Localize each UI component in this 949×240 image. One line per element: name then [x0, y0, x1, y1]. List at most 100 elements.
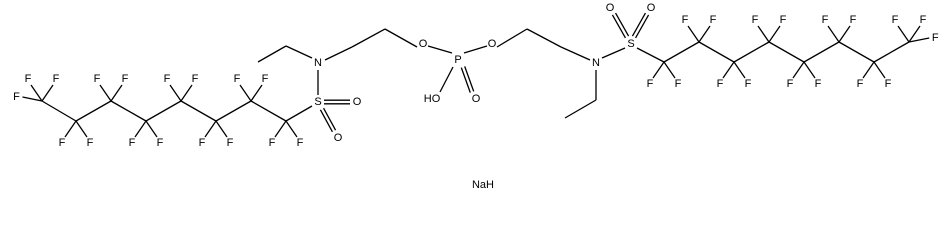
left-cf-bond-12 — [110, 84, 123, 102]
left-cf-bond-8 — [180, 84, 193, 102]
right-cf-bond-17 — [908, 37, 930, 43]
bond-right-ch2-n — [560, 46, 591, 61]
left-fluorine-5: F — [199, 137, 206, 149]
right-fluorine-15: F — [892, 14, 899, 26]
bond-left-o-ch2 — [384, 28, 418, 48]
left-chain-bond-4 — [145, 100, 182, 122]
left-fluorine-4: F — [262, 73, 269, 85]
left-fluorine-1: F — [269, 137, 276, 149]
right-cf-bond-10 — [803, 61, 816, 79]
left-chain-bond-5 — [110, 100, 147, 122]
phosphorus-atom: P — [454, 54, 461, 66]
right-cf-bond-7 — [757, 25, 770, 43]
left-cf-bond-13 — [64, 120, 77, 138]
left-cf-bond-10 — [145, 120, 158, 138]
right-fluorine-13: F — [857, 78, 864, 90]
bond-left-ethyl-ch3 — [257, 45, 287, 63]
left-chain-bond-7 — [41, 100, 77, 122]
left-chain-bond-6 — [75, 100, 112, 122]
right-chain-bond-5 — [803, 41, 840, 63]
right-sulfur-atom: S — [627, 38, 634, 50]
right-cf-bond-8 — [768, 25, 781, 43]
right-nitrogen-atom: N — [592, 57, 600, 69]
right-cf-bond-9 — [792, 61, 805, 79]
right-fluorine-11: F — [822, 14, 829, 26]
sodium-hydride-label: NaH — [472, 179, 494, 191]
right-fluorine-7: F — [752, 14, 759, 26]
bond-right-ethyl-ch3 — [564, 99, 597, 119]
left-fluorine-16: F — [53, 73, 60, 85]
left-fluorine-12: F — [122, 73, 129, 85]
bond-p-double-o — [460, 67, 471, 93]
bond-right-s-o-top — [611, 14, 626, 39]
left-cf-bond-9 — [134, 120, 147, 138]
left-cf-bond-14 — [75, 120, 88, 138]
phosphate-hydroxyl: HO — [424, 93, 441, 105]
right-cf-bond-2 — [663, 61, 676, 79]
right-cf-bond-13 — [862, 61, 875, 79]
right-cf-bond-3 — [687, 25, 700, 43]
bond-right-s-o-right — [635, 14, 650, 39]
bond-left-s-o-bottom — [323, 107, 337, 131]
bond-p-o-left — [427, 45, 453, 54]
right-chain-bond-4 — [768, 41, 805, 63]
bond-layer — [22, 12, 930, 138]
left-cf-bond-16 — [41, 84, 54, 102]
right-chain-bond-7 — [873, 41, 910, 63]
bond-right-o-ch2 — [496, 28, 528, 48]
phosphoryl-oxygen: O — [472, 93, 481, 105]
left-cf-bond-15 — [30, 84, 43, 102]
right-cf-bond-15 — [897, 25, 910, 43]
right-cf-bond-12 — [838, 25, 851, 43]
right-sulfonyl-oxygen-top: O — [606, 2, 615, 14]
bond-left-ch2-ch2 — [351, 28, 386, 48]
left-cf-bond-4 — [250, 84, 263, 102]
left-sulfonyl-oxygen-right: O — [353, 96, 362, 108]
bond-p-oh — [439, 66, 454, 93]
right-fluorine-4: F — [710, 14, 717, 26]
bond-right-n-s — [601, 47, 626, 59]
bond-left-s-o-bottom — [319, 109, 333, 133]
left-fluorine-3: F — [234, 73, 241, 85]
bond-left-ch2-n — [324, 46, 353, 61]
right-fluorine-6: F — [745, 78, 752, 90]
right-fluorine-8: F — [780, 14, 787, 26]
left-fluorine-13: F — [59, 137, 66, 149]
bond-p-o-right — [463, 45, 488, 54]
left-cf-bond-17 — [22, 96, 43, 102]
right-fluorine-16: F — [920, 14, 927, 26]
left-fluorine-14: F — [87, 137, 94, 149]
left-chain-bond-2 — [215, 100, 252, 122]
left-cf-bond-7 — [169, 84, 182, 102]
left-fluorine-9: F — [129, 137, 136, 149]
left-fluorine-7: F — [164, 73, 171, 85]
right-chain-bond-1 — [663, 41, 700, 63]
bond-left-s-cf2 — [285, 105, 313, 122]
right-chain-bond-6 — [838, 41, 875, 63]
right-cf-bond-11 — [827, 25, 840, 43]
left-cf-bond-3 — [239, 84, 252, 102]
left-sulfonyl-oxygen-bottom: O — [334, 132, 343, 144]
right-fluorine-10: F — [815, 78, 822, 90]
right-cf-bond-5 — [722, 61, 735, 79]
right-chain-bond-2 — [698, 41, 735, 63]
left-fluorine-10: F — [157, 137, 164, 149]
left-cf-bond-5 — [204, 120, 217, 138]
right-cf-bond-6 — [733, 61, 746, 79]
right-fluorine-9: F — [787, 78, 794, 90]
left-cf-bond-1 — [274, 120, 287, 138]
bond-p-double-o — [464, 66, 475, 92]
left-cf-bond-2 — [285, 120, 298, 138]
left-nitrogen-atom: N — [314, 57, 322, 69]
right-cf-bond-14 — [873, 61, 886, 79]
left-cf-bond-11 — [99, 84, 112, 102]
right-fluorine-14: F — [885, 78, 892, 90]
bond-right-s-o-right — [631, 12, 646, 37]
right-cf-bond-4 — [698, 25, 711, 43]
right-fluorine-3: F — [682, 14, 689, 26]
left-fluorine-2: F — [297, 137, 304, 149]
bond-right-ch2-ch2 — [526, 28, 562, 48]
left-fluorine-11: F — [94, 73, 101, 85]
